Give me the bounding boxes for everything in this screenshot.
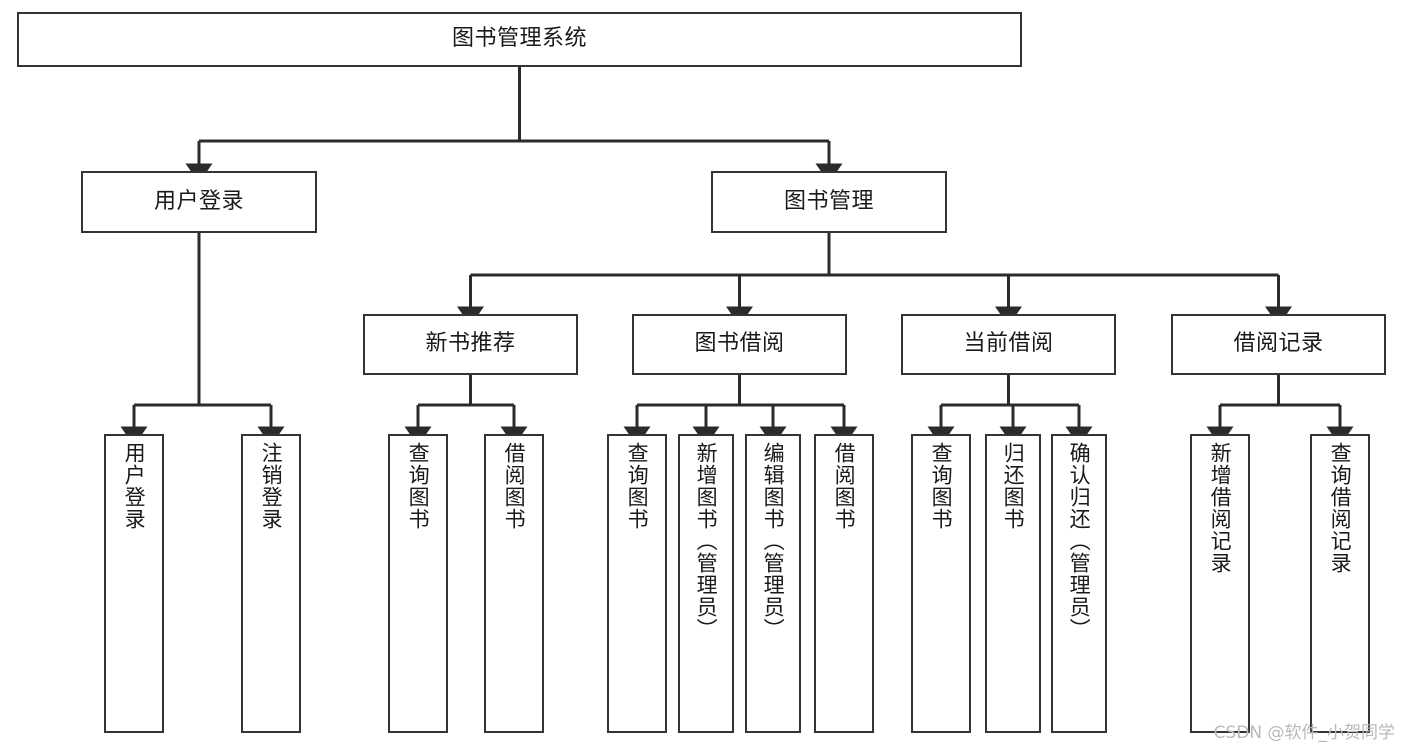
node-box-l11[interactable]: 确认归还（管理员） — [1051, 434, 1107, 733]
node-label-l4: 借阅图书 — [502, 442, 527, 530]
node-box-borrow[interactable]: 图书借阅 — [632, 314, 847, 375]
node-label-l7: 编辑图书（管理员） — [761, 442, 786, 640]
node-box-l10[interactable]: 归还图书 — [985, 434, 1041, 733]
node-box-l7[interactable]: 编辑图书（管理员） — [745, 434, 801, 733]
node-box-l8[interactable]: 借阅图书 — [814, 434, 874, 733]
node-label-root: 图书管理系统 — [451, 26, 587, 52]
node-box-l6[interactable]: 新增图书（管理员） — [678, 434, 734, 733]
node-box-l9[interactable]: 查询图书 — [911, 434, 971, 733]
node-label-l1: 用户登录 — [122, 442, 147, 530]
watermark-text: CSDN @软件_小贺同学 — [1213, 723, 1395, 743]
node-box-l4[interactable]: 借阅图书 — [484, 434, 544, 733]
node-box-l3[interactable]: 查询图书 — [388, 434, 448, 733]
node-label-bookmgmt: 图书管理 — [783, 188, 874, 214]
node-box-l5[interactable]: 查询图书 — [607, 434, 667, 733]
node-box-login[interactable]: 用户登录 — [81, 171, 317, 233]
node-label-l13: 查询借阅记录 — [1328, 442, 1353, 574]
node-label-l10: 归还图书 — [1001, 442, 1026, 530]
node-box-l1[interactable]: 用户登录 — [104, 434, 164, 733]
node-box-l2[interactable]: 注销登录 — [241, 434, 301, 733]
node-box-l12[interactable]: 新增借阅记录 — [1190, 434, 1250, 733]
node-label-l12: 新增借阅记录 — [1208, 442, 1233, 574]
node-label-l3: 查询图书 — [406, 442, 431, 530]
node-label-l2: 注销登录 — [259, 442, 284, 530]
node-label-l11: 确认归还（管理员） — [1067, 442, 1092, 640]
node-label-login: 用户登录 — [153, 188, 244, 214]
node-label-newrec: 新书推荐 — [425, 331, 516, 357]
node-box-newrec[interactable]: 新书推荐 — [363, 314, 578, 375]
node-box-root[interactable]: 图书管理系统 — [17, 12, 1022, 67]
node-label-l8: 借阅图书 — [832, 442, 857, 530]
node-label-borrow: 图书借阅 — [694, 331, 785, 357]
node-box-current[interactable]: 当前借阅 — [901, 314, 1116, 375]
node-label-records: 借阅记录 — [1233, 331, 1324, 357]
node-box-l13[interactable]: 查询借阅记录 — [1310, 434, 1370, 733]
node-label-l5: 查询图书 — [625, 442, 650, 530]
node-box-records[interactable]: 借阅记录 — [1171, 314, 1386, 375]
node-box-bookmgmt[interactable]: 图书管理 — [711, 171, 947, 233]
node-label-l9: 查询图书 — [929, 442, 954, 530]
node-label-current: 当前借阅 — [963, 331, 1054, 357]
node-label-l6: 新增图书（管理员） — [694, 442, 719, 640]
